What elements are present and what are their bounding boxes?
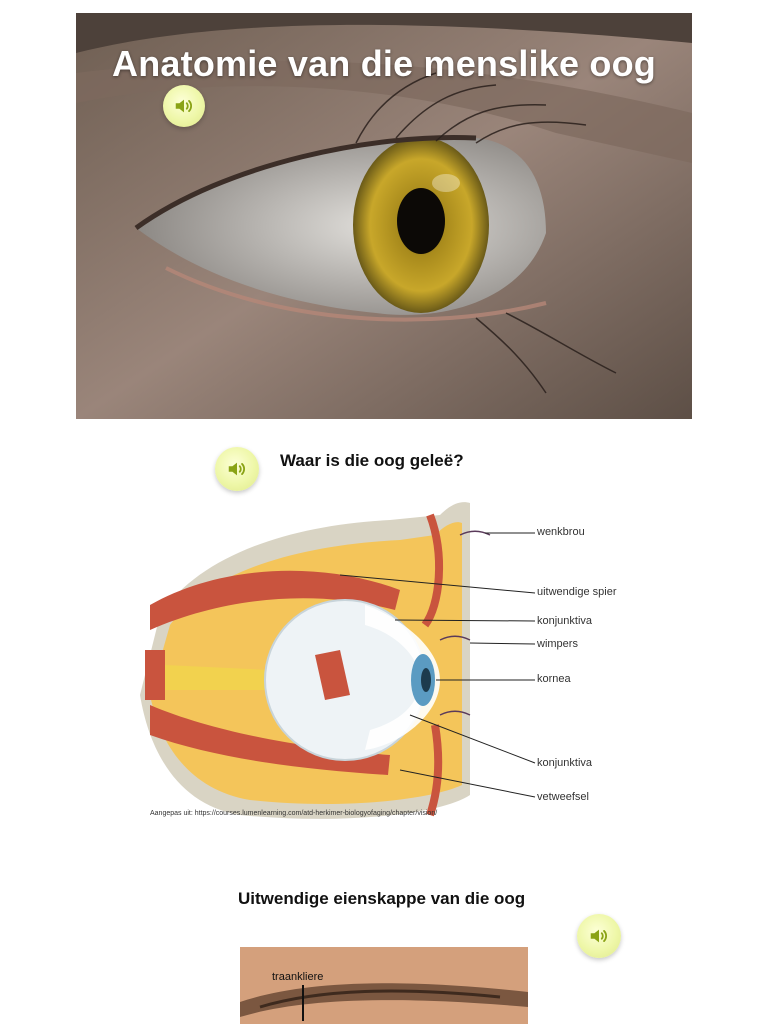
section-heading-external: Uitwendige eienskappe van die oog <box>238 889 526 908</box>
speaker-icon <box>228 462 246 476</box>
eye-photo <box>76 13 692 419</box>
section-heading-location: Waar is die oog geleë? <box>280 451 464 470</box>
label-konjunktiva-bottom: konjunktiva <box>537 757 593 769</box>
eye-cross-section <box>140 502 536 819</box>
diagram-source-caption: Aangepas uit: https://courses.lumenlearn… <box>150 810 438 817</box>
eyebrow-photo <box>240 947 528 1024</box>
label-vetweefsel: vetweefsel <box>537 791 589 803</box>
label-uitwendige-spier: uitwendige spier <box>537 586 617 598</box>
audio-button-location[interactable] <box>215 447 259 491</box>
page-title: Anatomie van die menslike oog <box>112 43 656 84</box>
external-eye-photo: traankliere <box>240 947 528 1024</box>
audio-button-title[interactable] <box>163 85 205 127</box>
label-wimpers: wimpers <box>537 638 578 650</box>
eye-anatomy-diagram: wenkbrou uitwendige spier konjunktiva wi… <box>140 495 640 825</box>
speaker-icon <box>590 929 608 943</box>
audio-button-external[interactable] <box>577 914 621 958</box>
label-konjunktiva-top: konjunktiva <box>537 615 593 627</box>
label-kornea: kornea <box>537 673 571 685</box>
speaker-icon <box>175 99 193 113</box>
hero-banner: Anatomie van die menslike oog <box>76 13 692 419</box>
label-wenkbrou: wenkbrou <box>537 526 585 538</box>
label-traankliere: traankliere <box>272 971 324 983</box>
